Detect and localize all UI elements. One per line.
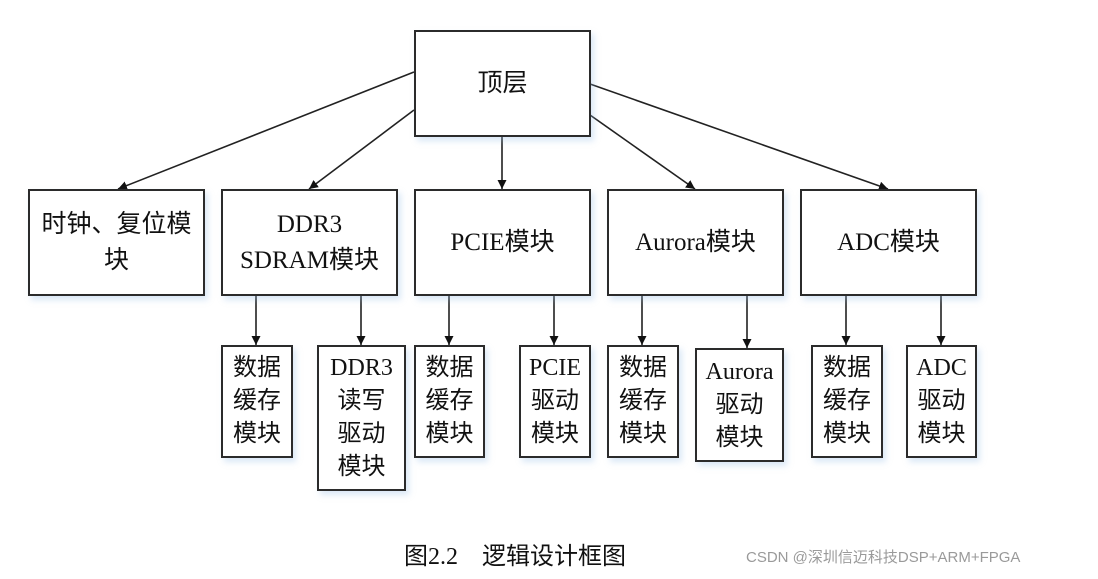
submodule-label-line: PCIE [528, 355, 581, 381]
module-label-line: SDRAM模块 [240, 246, 379, 274]
submodule-label-line: 驱动 [917, 388, 966, 414]
submodule-label-line: ADC [916, 355, 967, 381]
module-label-line: Aurora模块 [635, 228, 756, 256]
arrow-top-to-clock [117, 71, 415, 190]
submodule-label-line: 模块 [619, 421, 667, 447]
submodule-label-line: 数据 [425, 355, 474, 381]
submodule-label-line: 缓存 [619, 388, 667, 414]
submodule-label-line: 数据 [619, 355, 667, 381]
arrow-top-to-adc [589, 83, 889, 191]
submodule-box-ddr3-buffer: 数据 缓存 模块 [221, 345, 293, 458]
submodule-label-line: DDR3 [330, 355, 393, 381]
submodule-box-pcie-driver: PCIE 驱动 模块 [519, 345, 591, 458]
submodule-box-pcie-buffer: 数据 缓存 模块 [414, 345, 485, 458]
module-box-aurora: Aurora模块 [607, 189, 784, 296]
module-box-clock-reset: 时钟、复位模 块 [28, 189, 205, 296]
module-label-line: DDR3 [276, 210, 343, 238]
submodule-label-line: 读写 [337, 388, 386, 414]
module-box-pcie: PCIE模块 [414, 189, 591, 296]
submodule-box-ddr3-driver: DDR3 读写 驱动 模块 [317, 345, 406, 491]
submodule-box-adc-driver: ADC 驱动 模块 [906, 345, 977, 458]
watermark: CSDN @深圳信迈科技DSP+ARM+FPGA [746, 549, 1021, 566]
submodule-label-line: 缓存 [233, 388, 281, 414]
submodule-label-line: 模块 [530, 421, 579, 447]
submodule-label-line: 模块 [823, 421, 871, 447]
submodule-label-line: 模块 [233, 421, 281, 447]
module-label-line: ADC模块 [837, 228, 940, 256]
submodule-label-line: 模块 [425, 421, 474, 447]
submodule-label-line: 模块 [917, 421, 966, 447]
submodule-box-adc-buffer: 数据 缓存 模块 [811, 345, 883, 458]
submodule-label-line: Aurora [705, 358, 774, 385]
module-box-ddr3-sdram: DDR3 SDRAM模块 [221, 189, 398, 296]
module-label-line: 块 [103, 246, 129, 274]
figure-caption: 图2.2 逻辑设计框图 [404, 544, 626, 570]
top-level-label: 顶层 [477, 69, 528, 97]
arrow-top-to-ddr3 [308, 109, 415, 190]
submodule-label-line: 驱动 [715, 391, 764, 418]
submodule-box-aurora-driver: Aurora 驱动 模块 [695, 348, 784, 462]
submodule-label-line: 缓存 [823, 388, 871, 414]
module-label-line: 时钟、复位模 [41, 210, 192, 238]
submodule-label-line: 数据 [823, 355, 871, 381]
submodule-box-aurora-buffer: 数据 缓存 模块 [607, 345, 679, 458]
module-label-line: PCIE模块 [450, 228, 555, 256]
submodule-label-line: 模块 [715, 424, 764, 451]
module-box-adc: ADC模块 [800, 189, 977, 296]
submodule-label-line: 驱动 [530, 388, 579, 414]
submodule-label-line: 驱动 [337, 421, 386, 447]
submodule-label-line: 数据 [233, 355, 281, 381]
arrow-top-to-aurora [589, 114, 696, 190]
top-level-box: 顶层 [414, 30, 591, 137]
submodule-label-line: 模块 [337, 454, 386, 480]
submodule-label-line: 缓存 [425, 388, 474, 414]
